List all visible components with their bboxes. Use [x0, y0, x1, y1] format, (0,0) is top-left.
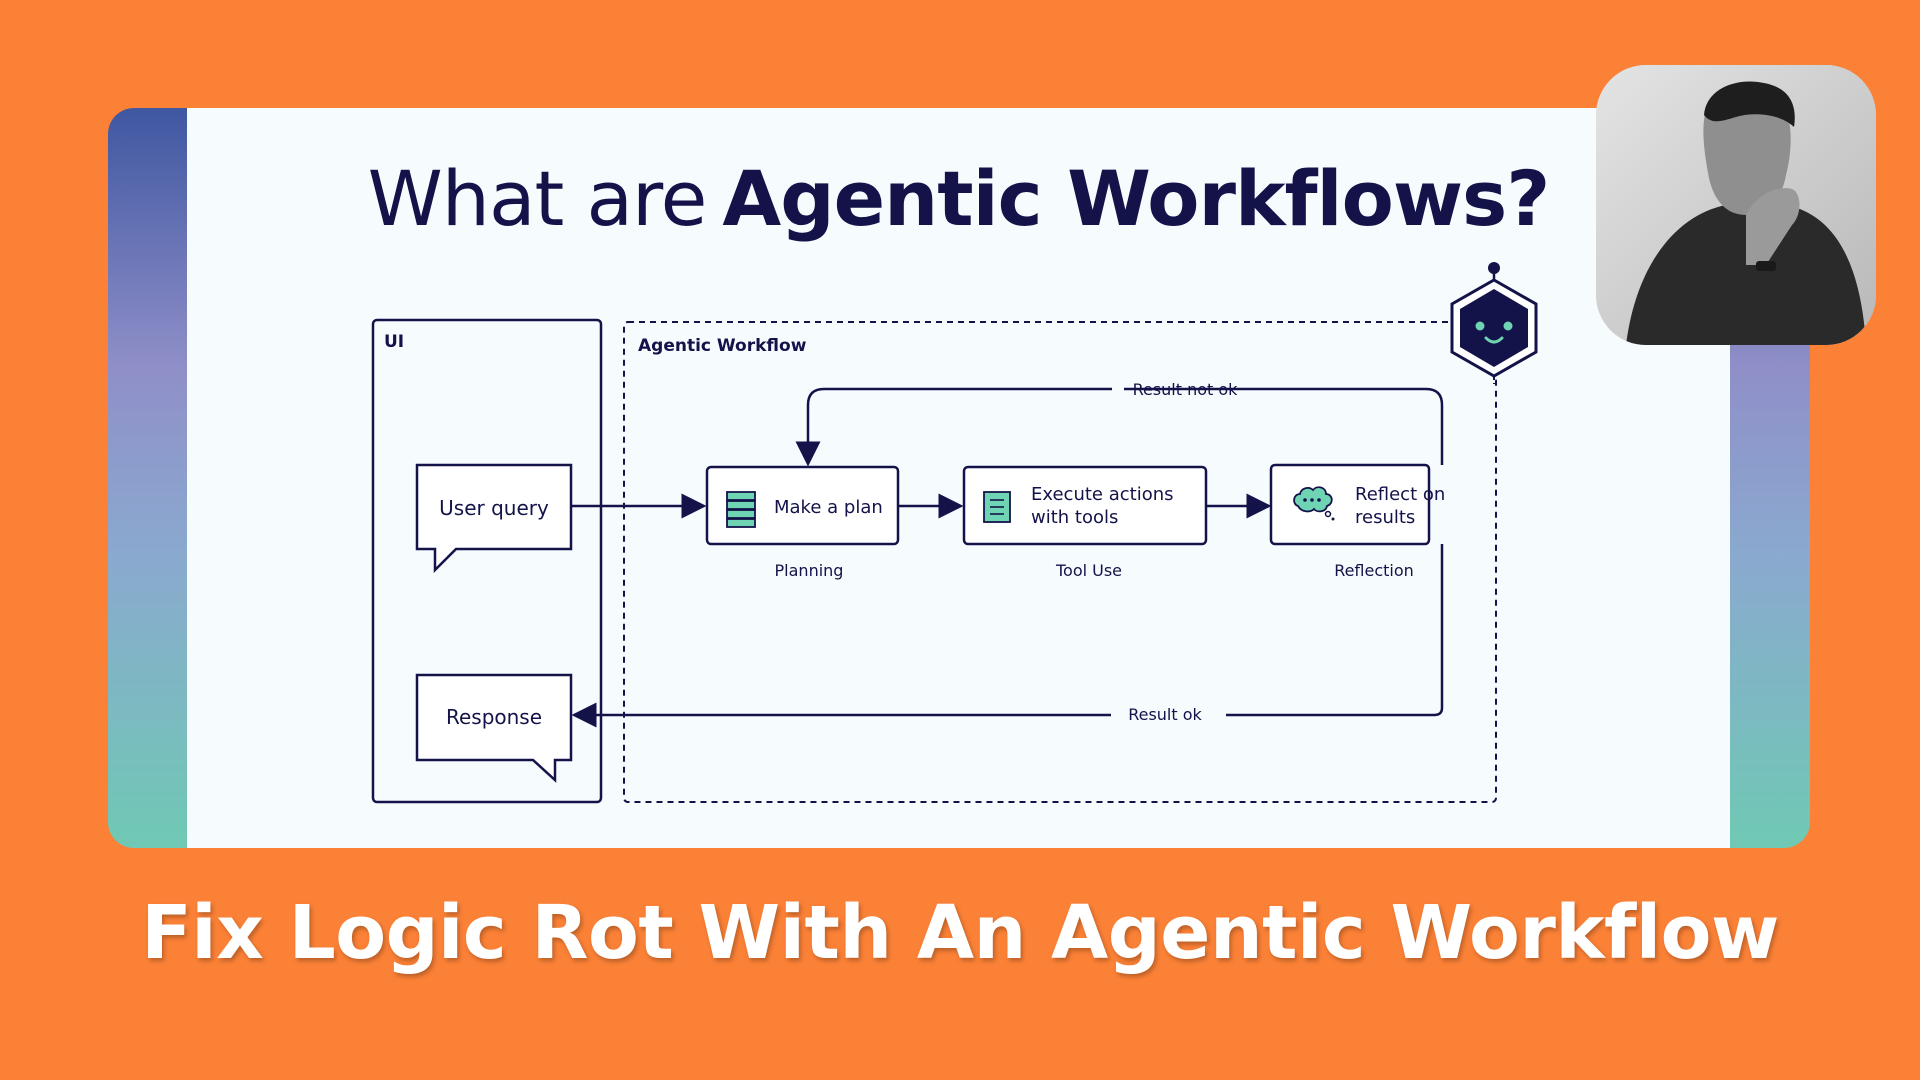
user-query-bubble: User query: [415, 463, 573, 574]
response-bubble: Response: [415, 673, 573, 783]
thought-bubble-icon: [1293, 486, 1335, 521]
step-tool-use-label-line2: with tools: [1031, 507, 1118, 528]
step-reflection: Reflect on results Reflection: [1269, 463, 1445, 580]
response-label: Response: [446, 705, 542, 729]
step-tool-use-label-line1: Execute actions: [1031, 484, 1174, 505]
step-reflection-label-line2: results: [1355, 507, 1415, 528]
user-query-label: User query: [439, 496, 549, 520]
stack-icon: [726, 491, 756, 528]
video-caption: Fix Logic Rot With An Agentic Workflow: [141, 890, 1779, 976]
loop-result-ok: Result ok: [571, 544, 1444, 728]
step-planning-caption: Planning: [775, 561, 844, 580]
step-reflection-caption: Reflection: [1334, 561, 1414, 580]
step-tool-use-caption: Tool Use: [1055, 561, 1122, 580]
result-not-ok-label: Result not ok: [1133, 380, 1239, 399]
ui-container: [371, 318, 603, 804]
step-planning: Make a plan Planning: [705, 465, 900, 580]
workflow-container-label: Agentic Workflow: [638, 336, 807, 356]
workflow-container: [623, 321, 1497, 803]
title-bold: Agentic Workflows?: [722, 154, 1550, 243]
title-light: What are: [367, 154, 708, 243]
ui-container-label: UI: [384, 332, 404, 352]
robot-hexagon-icon: [1450, 262, 1538, 384]
step-planning-label: Make a plan: [774, 497, 883, 518]
loop-result-not-ok: Result not ok: [795, 380, 1444, 467]
step-tool-use: Execute actions with tools Tool Use: [962, 465, 1208, 580]
step-reflection-label-line1: Reflect on: [1355, 484, 1445, 505]
workflow-diagram: UI Agentic Workflow User query Response …: [371, 262, 1538, 804]
document-icon: [983, 491, 1011, 523]
presenter-avatar: [1596, 65, 1876, 345]
result-ok-label: Result ok: [1128, 705, 1202, 724]
